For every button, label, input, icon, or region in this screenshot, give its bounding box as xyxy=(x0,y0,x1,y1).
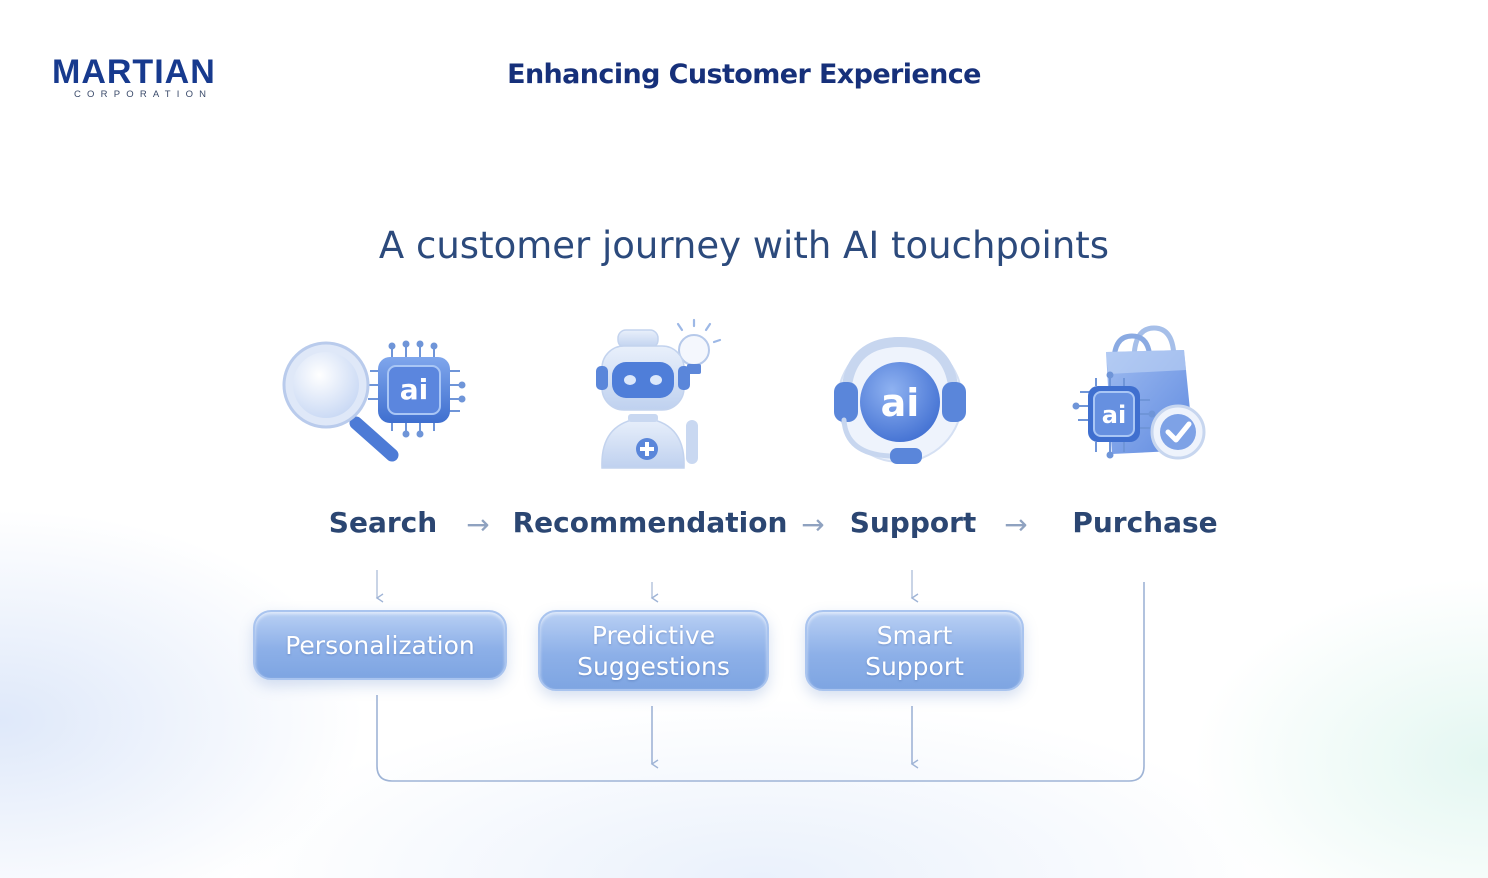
headset-ai-text: ai xyxy=(881,381,920,425)
touchpoint-label-line1: Smart xyxy=(876,620,953,650)
headset-ai-icon: ai xyxy=(834,336,966,464)
touchpoint-smart-support: Smart Support xyxy=(805,610,1024,691)
diagram-headline: A customer journey with AI touchpoints xyxy=(378,224,1110,267)
step-support: Support xyxy=(849,506,977,539)
bag-chip-ai-text: ai xyxy=(1102,401,1126,429)
logo-wordmark: MARTIAN xyxy=(52,53,216,91)
arrow-right-icon: → xyxy=(801,508,825,541)
company-logo: MARTIAN CORPORATION xyxy=(52,53,242,100)
touchpoint-label-line1: Predictive xyxy=(591,620,716,650)
touchpoint-label-line2: Support xyxy=(865,651,964,681)
page-title: Enhancing Customer Experience xyxy=(507,59,981,90)
arrow-right-icon: → xyxy=(1004,508,1028,541)
logo-subtitle: CORPORATION xyxy=(74,89,213,100)
step-recommendation: Recommendation xyxy=(512,506,788,539)
chip-ai-text: ai xyxy=(400,373,429,406)
arrow-right-icon: → xyxy=(466,508,490,541)
shopping-bag-ai-check-icon: ai xyxy=(1072,325,1206,460)
touchpoint-personalization: Personalization xyxy=(253,610,507,680)
magnifier-ai-chip-icon: ai xyxy=(282,340,466,462)
connector-loop-to-purchase xyxy=(376,582,1145,782)
robot-lightbulb-icon xyxy=(596,318,722,469)
touchpoint-predictive-suggestions: Predictive Suggestions xyxy=(538,610,769,691)
touchpoint-label: Personalization xyxy=(285,630,475,660)
step-search: Search xyxy=(328,506,438,539)
step-purchase: Purchase xyxy=(1072,506,1218,539)
touchpoint-label-line2: Suggestions xyxy=(577,651,730,681)
